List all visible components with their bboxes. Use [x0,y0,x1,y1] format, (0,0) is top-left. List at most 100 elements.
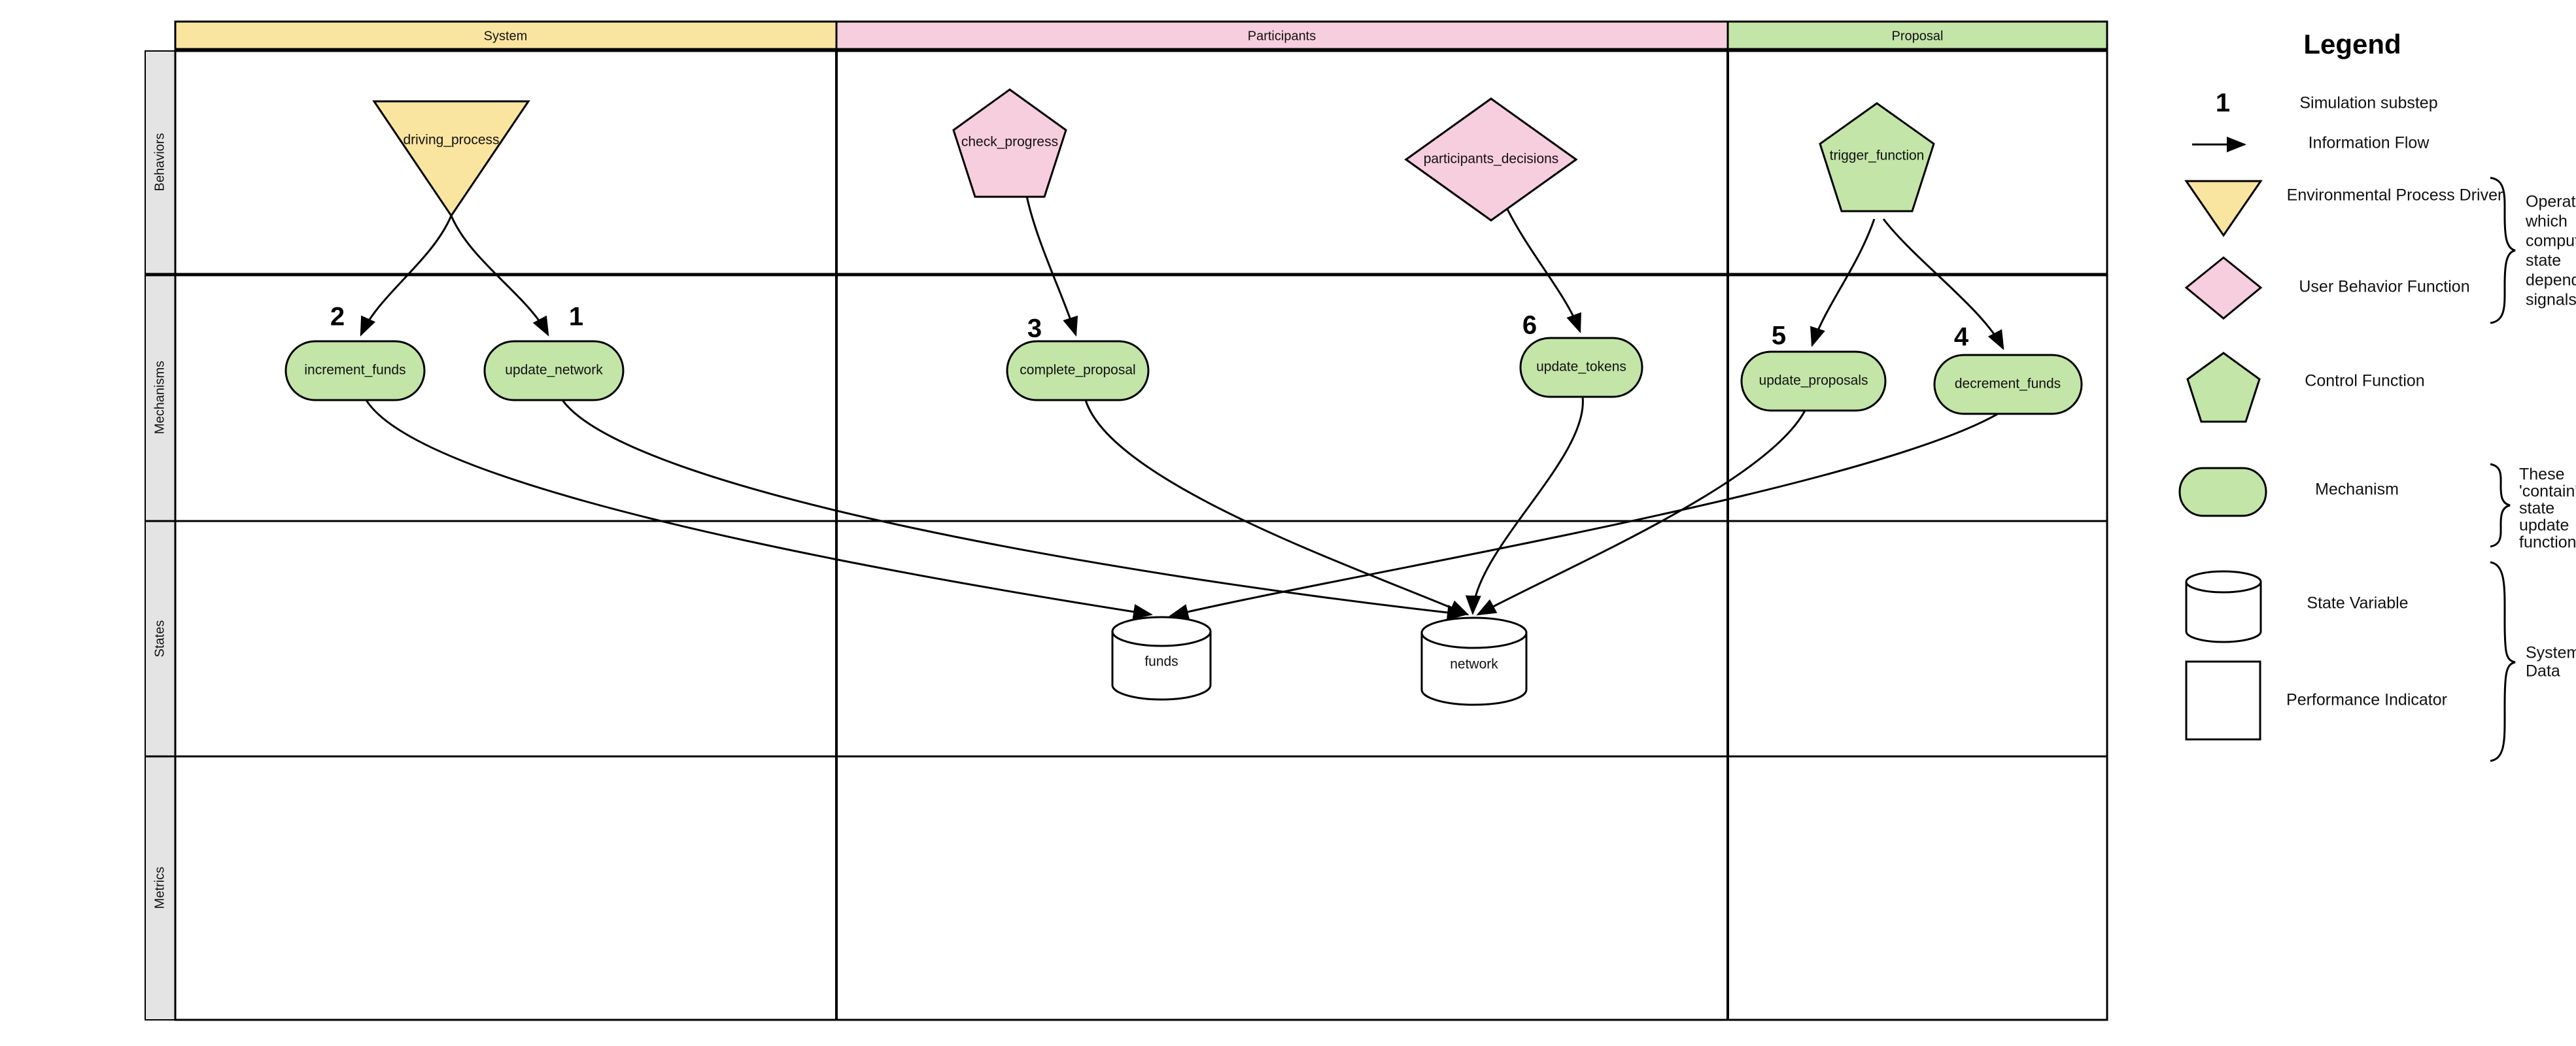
mechanism-node-label: complete_proposal [1020,363,1135,378]
legend-item-label: Environmental Process Driver [2287,186,2503,205]
edge-update-network-to-network [561,399,1467,620]
stadium-shape [1006,340,1150,401]
legend-number-glyph: 1 [2216,89,2230,118]
legend-item-mechanism: Mechanism [2178,467,2399,517]
brace-line: Data [2526,662,2560,681]
brace-line: signals [2526,291,2576,309]
brace-line: functions [2519,533,2576,552]
diamond-fill [1404,97,1578,222]
legend-item-label: User Behavior Function [2299,278,2469,296]
edge-participants-decisions-to-update-tokens [1506,209,1581,333]
triangle-down-icon [372,100,530,218]
legend-brace-system-data: System Data [2490,561,2576,762]
pentagon-icon [952,88,1067,198]
state-node-label: network [1450,657,1498,672]
edge-decrement-funds-to-funds [1169,413,1999,620]
edge-trigger-function-to-decrement-funds [1882,218,2004,350]
grid-body [174,50,2108,1021]
swimlane-grid [145,20,2108,1021]
curly-brace-icon [2490,463,2511,548]
legend-item-label: Simulation substep [2299,94,2437,112]
mechanism-node-label: increment_funds [304,363,405,378]
triangle-down-icon [2184,180,2263,237]
state-node-network[interactable]: network [1420,616,1528,706]
column-header-proposal [1726,20,2108,50]
legend-item-label: Control Function [2305,372,2424,390]
state-node-label: funds [1144,654,1178,669]
legend-item-label: State Variable [2307,594,2408,613]
column-label-proposal: Proposal [1892,29,1944,43]
legend-item-simulation-substep: 1 Simulation substep [2216,89,2438,118]
legend-item-information-flow: Information Flow [2192,134,2430,152]
curly-brace-icon [2490,561,2516,762]
step-number: 2 [330,303,345,331]
edge-driving-process-to-increment-funds [360,215,453,337]
row-label-metrics: Metrics [152,867,167,909]
stadium-shape [1519,337,1643,398]
legend-title: Legend [2303,29,2401,59]
edge-complete-proposal-to-network [1084,399,1469,616]
mechanism-node-increment-funds[interactable]: increment_funds 2 [284,303,426,401]
cylinder-icon-top [2185,570,2262,594]
stadium-shape-icon [2178,467,2267,517]
mechanism-node-label: update_network [505,363,603,378]
diamond-icon [2184,256,2263,320]
pentagon-icon [1819,102,1935,212]
brace-line: System [2526,644,2576,662]
mechanism-node-decrement-funds[interactable]: decrement_funds 4 [1933,323,2083,415]
column-label-system: System [484,29,528,43]
row-label-behaviors: Behaviors [152,133,167,192]
brace-line: dependent [2526,271,2576,290]
row-label-states: States [152,620,167,658]
step-number: 5 [1772,322,1786,350]
column-header-participants [835,20,1729,50]
mechanism-node-label: decrement_funds [1955,377,2061,392]
legend-item-label: Mechanism [2315,481,2399,499]
step-number: 6 [1522,311,1537,340]
edge-driving-process-to-update-network [450,215,549,337]
edge-update-proposals-to-network [1476,410,1806,616]
step-number: 4 [1954,323,1969,352]
column-label-participants: Participants [1248,29,1316,43]
curly-brace-icon [2490,177,2516,324]
rectangle-icon [2185,660,2261,741]
behavior-node-participants-decisions[interactable]: participants_decisions [1404,97,1578,222]
cylinder-top [1420,616,1528,649]
stadium-shape [1740,350,1887,412]
mechanism-node-complete-proposal[interactable]: complete_proposal 3 [1006,314,1150,401]
stadium-shape [1933,354,2083,415]
stadium-shape [483,340,625,401]
mechanism-node-update-proposals[interactable]: update_proposals 5 [1740,322,1887,412]
behavior-node-label: driving_process [403,133,499,148]
mechanism-node-label: update_tokens [1536,360,1626,375]
brace-line: which [2525,212,2567,231]
pentagon-icon [2186,352,2261,423]
behavior-node-trigger-function[interactable]: trigger_function [1819,102,1935,212]
stadium-shape [284,340,426,401]
brace-line: These [2519,465,2564,484]
mechanism-node-update-tokens[interactable]: update_tokens 6 [1519,311,1643,398]
behavior-node-label: trigger_function [1830,148,1925,163]
column-header-system [174,20,838,50]
brace-line: Operators [2526,193,2576,211]
mechanism-node-label: update_proposals [1759,373,1868,388]
brace-line: state [2519,499,2554,518]
brace-line: 'contain' [2519,482,2576,501]
brace-line: computes [2526,232,2576,250]
legend-item-control-function: Control Function [2186,352,2425,423]
legend-item-performance-indicator: Performance Indicator [2185,660,2447,741]
state-node-funds[interactable]: funds [1111,616,1212,701]
mechanism-node-update-network[interactable]: update_network 1 [483,303,625,401]
cylinder-top [1111,616,1212,647]
edge-update-tokens-to-network [1465,396,1584,615]
step-number: 1 [569,303,583,331]
behavior-node-driving-process[interactable]: driving_process [372,100,530,218]
cylinder-body [1111,630,1212,701]
cylinder-icon-body [2185,581,2262,643]
edge-increment-funds-to-funds [365,399,1153,620]
brace-line: state [2526,252,2561,270]
step-number: 3 [1027,314,1042,343]
behavior-node-check-progress[interactable]: check_progress [952,88,1067,198]
